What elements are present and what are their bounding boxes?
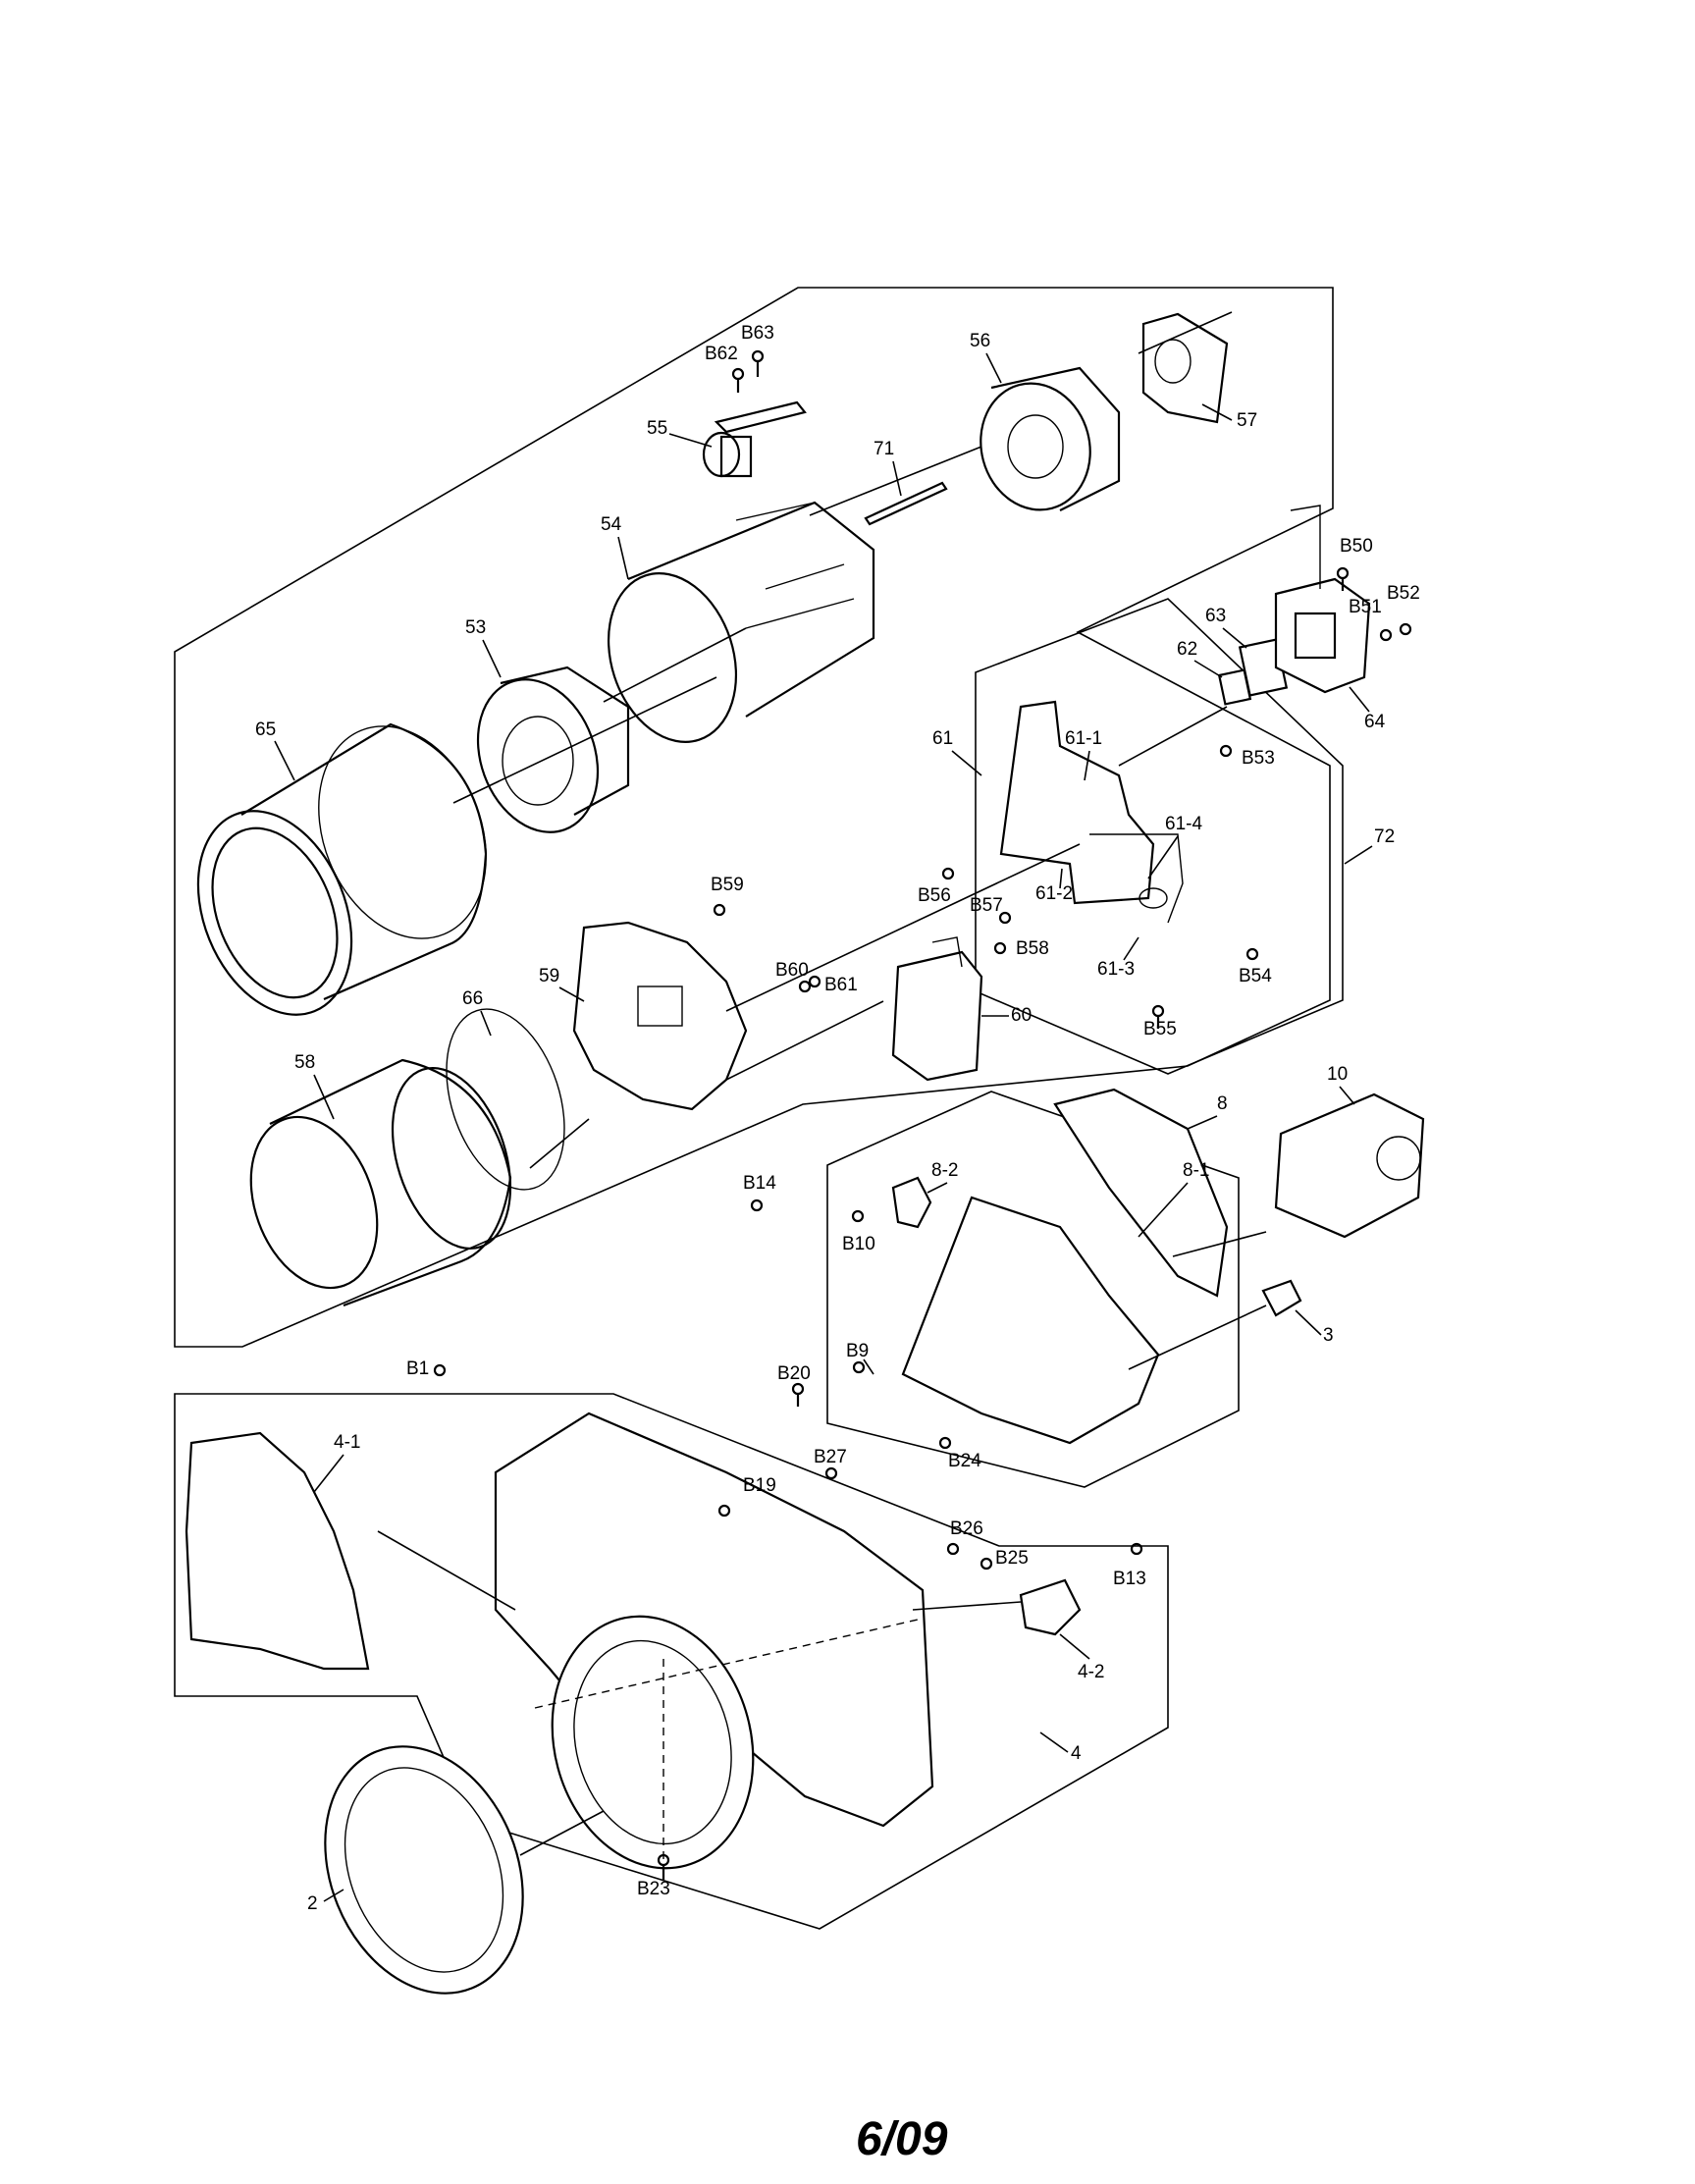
label-B51: B51	[1349, 597, 1382, 617]
part-58-cam-barrel	[249, 1058, 512, 1307]
label-B19: B19	[743, 1475, 776, 1496]
label-B62: B62	[705, 344, 738, 364]
parts-drawing	[185, 311, 1425, 1995]
part-3-connector	[1261, 1279, 1302, 1317]
label-3: 3	[1323, 1325, 1334, 1346]
label-72: 72	[1374, 826, 1395, 847]
label-64: 64	[1364, 712, 1386, 732]
label-B24: B24	[948, 1451, 981, 1471]
label-66: 66	[462, 988, 483, 1009]
label-B59: B59	[711, 875, 744, 895]
part-62-filter	[1217, 668, 1252, 706]
label-8: 8	[1217, 1093, 1228, 1114]
label-B20: B20	[777, 1363, 811, 1384]
label-59: 59	[539, 966, 559, 986]
part-4-front-body	[494, 1412, 934, 1870]
part-64-ccd-board	[1274, 505, 1371, 694]
label-B57: B57	[970, 895, 1003, 916]
label-71: 71	[874, 439, 894, 459]
label-B60: B60	[775, 960, 809, 981]
screws	[433, 349, 1412, 1880]
label-B9: B9	[846, 1341, 869, 1361]
group-outlines	[174, 287, 1344, 1930]
label-57: 57	[1237, 410, 1257, 431]
part-59-lens-base	[572, 921, 748, 1111]
label-8-2: 8-2	[931, 1160, 958, 1181]
label-B50: B50	[1340, 536, 1373, 557]
part-54-barrel	[607, 501, 875, 743]
label-62: 62	[1177, 639, 1197, 660]
part-56-focus-unit	[980, 366, 1121, 511]
part-4-2-button	[1019, 1578, 1082, 1636]
part-8-2-clip	[891, 1176, 932, 1229]
part-71-rod	[864, 481, 948, 526]
label-B27: B27	[814, 1447, 847, 1467]
lens-barrel-group-outline	[174, 287, 1334, 1348]
label-B54: B54	[1239, 966, 1272, 986]
label-61: 61	[932, 728, 953, 749]
label-B23: B23	[637, 1879, 670, 1899]
label-B63: B63	[741, 323, 774, 344]
body-top-group-outline	[826, 1091, 1240, 1488]
label-4: 4	[1071, 1743, 1082, 1764]
guide-lines	[377, 311, 1267, 1865]
label-54: 54	[601, 514, 622, 535]
part-53-shutter-ring	[476, 666, 630, 833]
part-4-1-grip-cover	[185, 1431, 370, 1671]
label-61-2: 61-2	[1035, 883, 1073, 904]
label-B58: B58	[1016, 938, 1049, 959]
part-66-ring	[446, 1008, 565, 1191]
label-63: 63	[1205, 606, 1226, 626]
label-B26: B26	[950, 1518, 983, 1539]
part-55-motor	[702, 400, 807, 478]
label-B56: B56	[918, 885, 951, 906]
part-60-motor-unit	[891, 936, 983, 1082]
label-4-2: 4-2	[1078, 1662, 1104, 1682]
label-55: 55	[647, 418, 667, 439]
callouts: B63 B62 55 71 56 57 54 53 65 B50 B51 B52…	[255, 323, 1420, 1914]
label-58: 58	[294, 1052, 315, 1073]
part-10-evf-unit	[1274, 1092, 1425, 1239]
label-4-1: 4-1	[334, 1432, 360, 1453]
label-B61: B61	[824, 975, 858, 995]
label-60: 60	[1011, 1005, 1032, 1026]
label-8-1: 8-1	[1183, 1160, 1209, 1181]
label-B55: B55	[1143, 1019, 1177, 1039]
label-B10: B10	[842, 1234, 875, 1254]
part-2-lens-hood	[324, 1745, 524, 1995]
label-2: 2	[307, 1893, 318, 1914]
label-61-4: 61-4	[1165, 814, 1202, 834]
label-B25: B25	[995, 1548, 1029, 1569]
part-8-top-assembly	[901, 1088, 1229, 1445]
page-number: 6/09	[856, 2113, 948, 2165]
label-B52: B52	[1387, 583, 1420, 604]
label-B13: B13	[1113, 1569, 1146, 1589]
label-10: 10	[1327, 1064, 1348, 1085]
part-65-lens-tube	[196, 722, 488, 1016]
label-B14: B14	[743, 1173, 776, 1194]
label-61-1: 61-1	[1065, 728, 1102, 749]
label-61-3: 61-3	[1097, 959, 1135, 980]
label-56: 56	[970, 331, 990, 351]
front-body-group-outline	[174, 1393, 1169, 1930]
label-53: 53	[465, 617, 486, 638]
part-61-bracket	[999, 700, 1184, 924]
label-B53: B53	[1242, 748, 1275, 769]
part-57-plate	[1141, 312, 1229, 424]
label-B1: B1	[406, 1358, 429, 1379]
label-65: 65	[255, 719, 276, 740]
